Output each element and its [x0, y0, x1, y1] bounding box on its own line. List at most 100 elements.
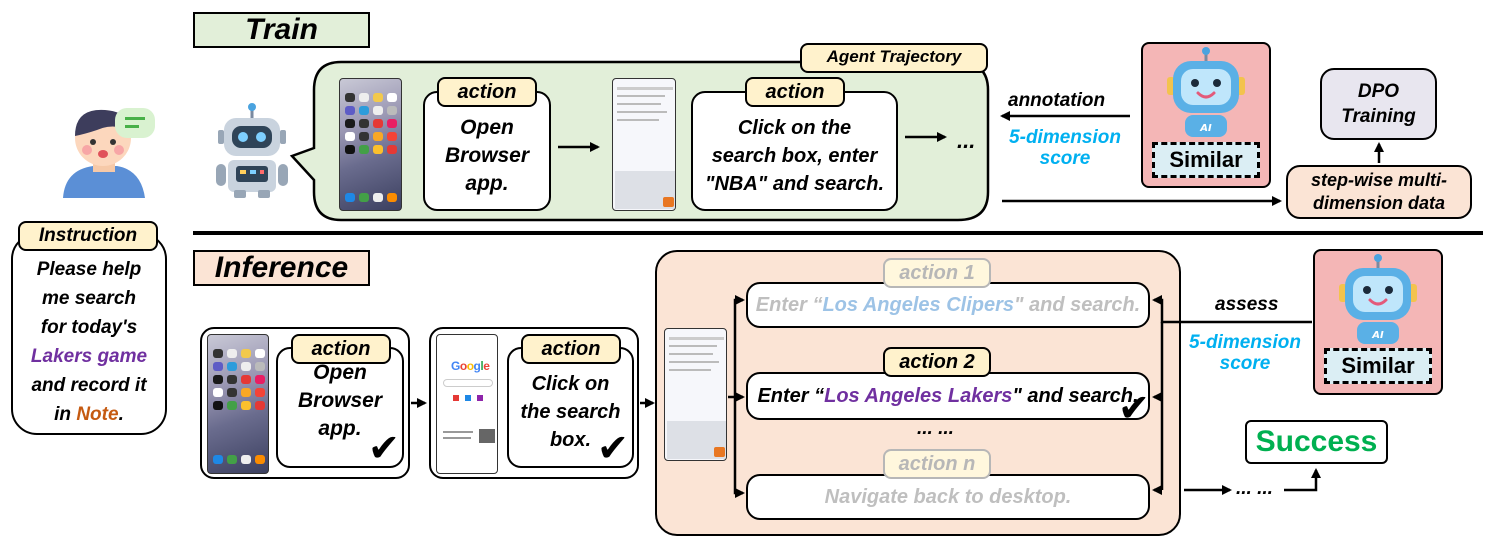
- agent-robot-icon: [212, 102, 292, 198]
- stepwise-line-1: step-wise multi-: [1310, 170, 1448, 190]
- user-avatar: [45, 100, 165, 200]
- train-action-2-box: Click on the search box, enter "NBA" and…: [691, 91, 898, 211]
- inference-step-1-tag-text: action: [311, 338, 371, 360]
- candidate-action-1-box[interactable]: Enter “Los Angeles Clipers" and search.: [746, 282, 1150, 328]
- inference-judge-robot-icon: AI: [1333, 254, 1423, 346]
- train-action-2-line-1: Click on the: [737, 117, 852, 139]
- candidate-2-check-icon: ✔: [1118, 388, 1150, 430]
- instruction-box: Please help me search for today's Lakers…: [11, 233, 167, 435]
- instruction-lakers-game: Lakers game: [30, 346, 148, 367]
- inference-phone-google-screenshot: Google: [436, 334, 498, 474]
- candidate-2-pre: Enter “: [757, 384, 825, 407]
- candidate-1-pre: Enter “: [755, 293, 823, 316]
- train-action-1-line-1: Open: [460, 116, 514, 139]
- train-score-line-2: score: [1039, 148, 1091, 169]
- train-action-1-tag-text: action: [457, 81, 517, 103]
- inference-step-2-line-2: the search: [520, 400, 621, 423]
- inference-judge-ai-badge: AI: [1371, 330, 1384, 341]
- train-action-1-tag: action: [437, 77, 537, 107]
- success-box: Success: [1245, 420, 1388, 464]
- dpo-line-2: Training: [1341, 106, 1416, 127]
- inference-step-2-line-1: Click on: [531, 372, 610, 395]
- inference-phone-search-screenshot: [664, 328, 727, 461]
- dpo-training-box: DPO Training: [1320, 68, 1437, 140]
- agent-trajectory-tag-text: Agent Trajectory: [826, 47, 962, 66]
- inference-step-1-line-3: app.: [318, 416, 362, 440]
- branch-to-action-n: [733, 397, 745, 498]
- stepwise-data-box: step-wise multi- dimension data: [1286, 165, 1472, 219]
- inference-phone-home-screenshot: [207, 334, 269, 474]
- agent-trajectory-tag: Agent Trajectory: [800, 43, 988, 73]
- to-success-arrow: [1284, 468, 1321, 492]
- train-judge-ai-badge: AI: [1199, 123, 1212, 134]
- train-action-1-line-3: app.: [465, 172, 509, 195]
- train-action-2-line-2: search box, enter: [711, 145, 878, 167]
- candidate-mid-ellipsis: ... ...: [917, 418, 954, 439]
- train-similar-box: Similar: [1152, 142, 1260, 178]
- train-section-label: Train: [193, 12, 370, 48]
- inference-step-1-line-1: Open: [313, 360, 367, 384]
- candidate-action-2-tag-text: action 2: [899, 351, 975, 373]
- train-action-1-line-2: Browser: [444, 144, 530, 167]
- candidate-1-post: " and search.: [1014, 293, 1141, 316]
- instruction-line-1: Please help: [36, 259, 142, 280]
- inference-step-1-line-2: Browser: [297, 388, 383, 412]
- candidate-action-n-tag: action n: [883, 449, 991, 479]
- assess-label: assess: [1215, 294, 1279, 315]
- bottom-ellipsis: ... ...: [1236, 478, 1273, 499]
- inference-step-1-action-box: Open Browser app.: [276, 347, 404, 468]
- train-action-2-tag-text: action: [765, 81, 825, 103]
- candidate-action-n-tag-text: action n: [898, 453, 976, 475]
- inference-section-label: Inference: [193, 250, 370, 286]
- candidate-n-text: Navigate back to desktop.: [824, 485, 1072, 508]
- candidate-action-2-tag: action 2: [883, 347, 991, 377]
- candidate-2-lakers: Los Angeles Lakers: [824, 384, 1013, 407]
- instruction-line-6: in Note.: [54, 400, 124, 429]
- train-label-text: Train: [245, 13, 318, 46]
- candidate-1-clippers: Los Angeles Clipers: [822, 293, 1015, 316]
- instruction-note: Note: [76, 404, 119, 425]
- train-action-1-box: Open Browser app.: [423, 91, 551, 211]
- inference-step-2-tag: action: [521, 334, 621, 364]
- instruction-line-2: me search: [41, 288, 136, 309]
- inference-similar-box: Similar: [1324, 348, 1432, 384]
- instruction-text: Please help me search for today's Lakers…: [13, 253, 165, 431]
- branch-to-action-1: [728, 295, 745, 399]
- train-ellipsis: ...: [957, 128, 976, 153]
- candidate-action-1-tag-text: action 1: [899, 262, 975, 284]
- section-divider: [193, 231, 1483, 235]
- train-action-2-tag: action: [745, 77, 845, 107]
- inference-step-1-tag: action: [291, 334, 391, 364]
- dpo-line-1: DPO: [1357, 81, 1400, 102]
- instruction-line-6-post: .: [118, 404, 124, 425]
- inference-step-2-check-icon: ✔: [597, 428, 629, 470]
- inference-step-2-line-3: box.: [549, 428, 592, 451]
- train-action-2-line-3: "NBA" and search.: [704, 173, 884, 195]
- inference-step-2-tag-text: action: [541, 338, 601, 360]
- instruction-tag: Instruction: [18, 221, 158, 251]
- train-judge-robot-icon: AI: [1161, 47, 1251, 139]
- phone-app-grid: [345, 93, 397, 154]
- candidate-2-post: " and search.: [1012, 384, 1139, 407]
- train-score-line-1: 5-dimension: [1009, 127, 1121, 148]
- assess-to-action-1: [1152, 295, 1312, 324]
- stepwise-line-2: dimension data: [1312, 193, 1446, 213]
- train-similar-text: Similar: [1169, 147, 1243, 172]
- instruction-line-5: and record it: [31, 375, 147, 396]
- train-phone-search-screenshot: [612, 78, 676, 211]
- candidate-action-n-box[interactable]: Navigate back to desktop.: [746, 474, 1150, 520]
- annotation-label: annotation: [1008, 90, 1106, 111]
- candidate-action-2-box[interactable]: Enter “Los Angeles Lakers" and search.: [746, 372, 1150, 420]
- success-text: Success: [1255, 425, 1378, 458]
- inference-step-1-check-icon: ✔: [368, 428, 400, 470]
- inference-similar-text: Similar: [1341, 353, 1415, 378]
- train-phone-home-screenshot: [339, 78, 402, 211]
- inference-step-2-action-box: Click on the search box.: [507, 347, 634, 468]
- inference-score-line-1: 5-dimension: [1189, 332, 1301, 353]
- inference-score-line-2: score: [1219, 353, 1271, 374]
- instruction-line-6-pre: in: [54, 404, 77, 425]
- candidate-action-1-tag: action 1: [883, 258, 991, 288]
- inference-label-text: Inference: [214, 251, 349, 284]
- instruction-tag-text: Instruction: [38, 225, 138, 246]
